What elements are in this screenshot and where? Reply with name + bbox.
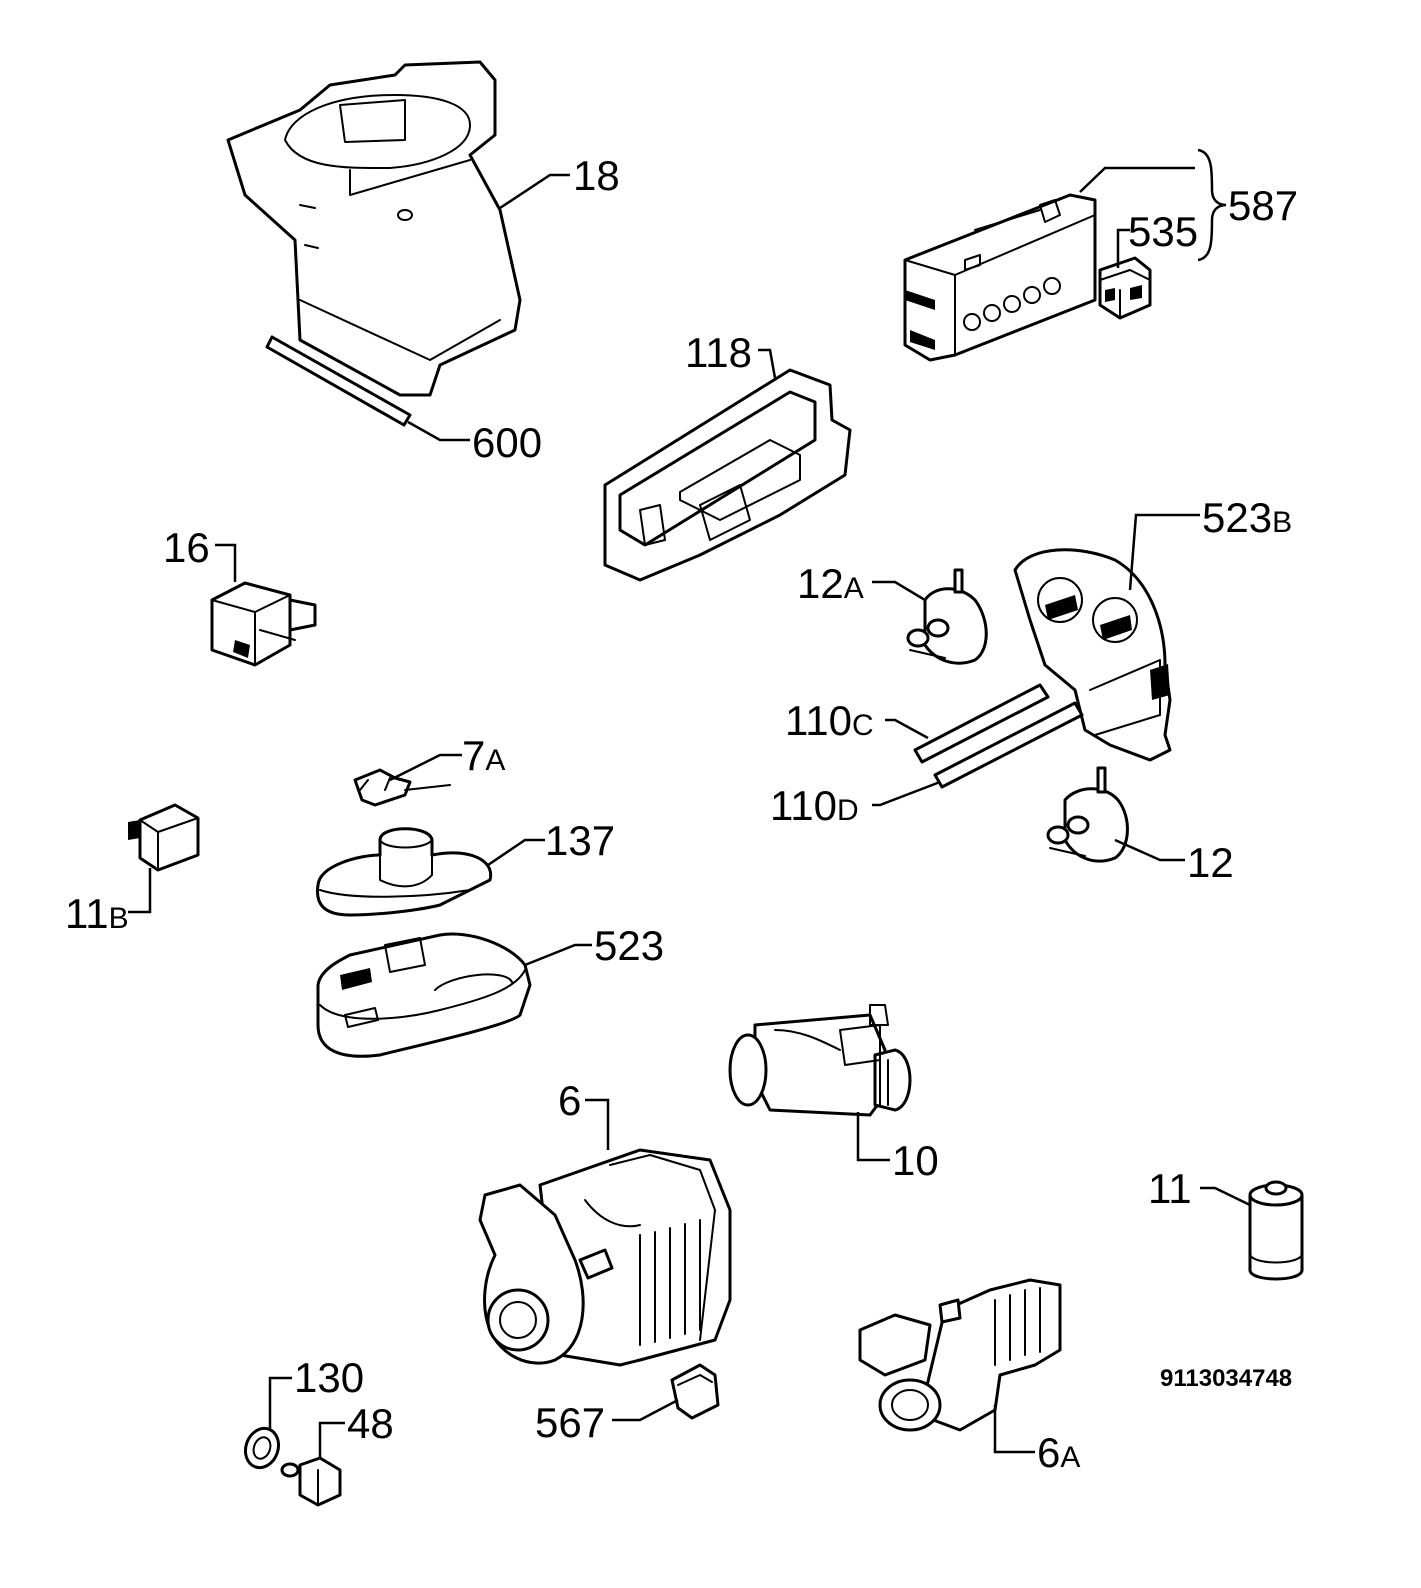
leader-12 — [1114, 838, 1185, 862]
part-7a-clip — [353, 768, 451, 807]
part-523b-sensor-housing — [1013, 548, 1172, 762]
label-10: 10 — [892, 1137, 939, 1184]
label-110c: 110C — [785, 697, 874, 744]
part-6a-drain-pump — [858, 1278, 1062, 1432]
label-130: 130 — [294, 1354, 364, 1401]
part-567-clip — [670, 1363, 720, 1420]
leader-16 — [215, 543, 237, 582]
label-110d: 110D — [770, 782, 859, 829]
leader-18 — [499, 173, 570, 210]
leader-110c — [885, 718, 929, 740]
leader-6 — [585, 1098, 610, 1150]
label-6: 6 — [558, 1077, 581, 1124]
label-48: 48 — [347, 1400, 394, 1447]
part-137-cover — [315, 827, 493, 917]
part-12-pressure-switch — [1046, 766, 1129, 863]
part-11b-relay — [128, 803, 200, 872]
part-110c-hose — [913, 683, 1050, 764]
label-11: 11 — [1148, 1165, 1192, 1212]
part-600-strip — [265, 335, 412, 427]
part-10-heater — [728, 1004, 912, 1117]
leader-10 — [856, 1112, 890, 1162]
part-535-connector — [1098, 256, 1152, 320]
label-7a: 7A — [462, 732, 505, 779]
leader-lines — [128, 148, 1251, 1458]
leader-118 — [758, 348, 777, 379]
leader-567 — [612, 1398, 679, 1422]
leader-523b — [1128, 513, 1200, 591]
part-130-gasket — [243, 1426, 281, 1470]
part-48-plug — [280, 1456, 342, 1507]
label-523: 523 — [594, 922, 664, 969]
part-12a-pressure-switch — [906, 568, 988, 665]
part-labels: 18 600 587 535 118 523B 16 12A 110C 110D… — [65, 152, 1298, 1476]
drawing-code: 9113034748 — [1160, 1365, 1292, 1392]
part-118-dispenser — [603, 368, 852, 582]
leader-600 — [407, 420, 470, 442]
label-137: 137 — [545, 817, 615, 864]
leader-11b — [128, 868, 152, 914]
leader-11 — [1200, 1186, 1251, 1207]
label-523b: 523B — [1202, 494, 1292, 541]
label-6a: 6A — [1037, 1429, 1080, 1476]
label-600: 600 — [472, 419, 542, 466]
leader-130 — [268, 1376, 292, 1430]
label-567: 567 — [535, 1399, 605, 1446]
label-12: 12 — [1187, 839, 1234, 886]
brace-587 — [1197, 148, 1227, 262]
leader-6a — [993, 1405, 1035, 1454]
part-16-switch — [210, 581, 317, 667]
label-18: 18 — [573, 152, 620, 199]
label-587: 587 — [1228, 182, 1298, 229]
part-18-duct-housing — [226, 60, 522, 397]
leader-12a — [872, 580, 926, 602]
part-6-circulation-pump — [478, 1148, 732, 1367]
leader-587 — [1079, 166, 1195, 193]
leader-523 — [524, 943, 592, 967]
label-16: 16 — [163, 524, 210, 571]
part-523-sensor-tray — [316, 932, 532, 1058]
label-118: 118 — [685, 329, 752, 376]
leader-7a — [389, 753, 462, 782]
leader-137 — [487, 838, 545, 867]
label-12a: 12A — [797, 560, 864, 607]
leader-110d — [872, 780, 941, 807]
label-535: 535 — [1128, 208, 1198, 255]
label-11b: 11B — [65, 890, 129, 937]
part-587-control-module — [903, 193, 1097, 362]
leader-535 — [1116, 228, 1130, 268]
part-11-capacitor — [1248, 1180, 1304, 1281]
leader-48 — [318, 1421, 345, 1458]
